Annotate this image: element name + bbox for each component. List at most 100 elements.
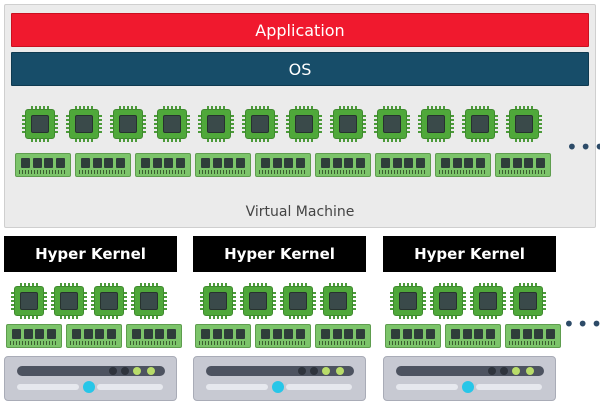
- server-rack-icon: [193, 356, 366, 401]
- ram-chip: [451, 329, 460, 339]
- cpu-die: [75, 115, 93, 133]
- cpu-chip-icon: [154, 106, 190, 142]
- ram-module-icon: [195, 153, 251, 177]
- ram-chip: [475, 158, 485, 168]
- cpu-chip-icon: [51, 283, 87, 319]
- ram-module-icon: [315, 324, 371, 348]
- cpu-chip-icon: [510, 283, 546, 319]
- server-led-icon: [512, 367, 520, 375]
- ram-chips: [501, 158, 545, 168]
- ram-chips: [441, 158, 485, 168]
- ram-chip: [12, 329, 21, 339]
- ram-chip: [355, 158, 365, 168]
- cpu-chip-icon: [374, 106, 410, 142]
- hyper-kernel-node: Hyper Kernel: [4, 236, 182, 404]
- cpu-die: [207, 115, 225, 133]
- ram-chip: [501, 158, 510, 168]
- ram-chip: [462, 329, 472, 339]
- ram-chip: [355, 329, 365, 339]
- cpu-die: [209, 292, 227, 310]
- cpu-die: [427, 115, 445, 133]
- ram-chip: [175, 158, 185, 168]
- server-led-icon: [310, 367, 318, 375]
- server-led-icon: [298, 367, 306, 375]
- ram-module-icon: [6, 324, 62, 348]
- ram-chips: [72, 329, 116, 339]
- cpu-chip-icon: [11, 283, 47, 319]
- server-status-led-icon: [462, 381, 474, 393]
- server-led-icon: [488, 367, 496, 375]
- ram-chip: [32, 158, 42, 168]
- ram-module-icon: [75, 153, 131, 177]
- ram-chip: [332, 158, 342, 168]
- ram-chip: [545, 329, 555, 339]
- ram-chip: [72, 329, 81, 339]
- cpu-chip-icon: [506, 106, 542, 142]
- server-led-icon: [121, 367, 129, 375]
- virtual-machine-panel: Application OS ••• Virtual Machine: [4, 4, 600, 228]
- ram-pins: [259, 341, 307, 345]
- cpu-chip-icon: [286, 106, 322, 142]
- server-led-icon: [322, 367, 330, 375]
- ram-chip: [95, 329, 105, 339]
- cpu-die: [20, 292, 38, 310]
- cpu-die: [249, 292, 267, 310]
- cpu-die: [31, 115, 49, 133]
- cpu-die: [251, 115, 269, 133]
- ram-chips: [201, 329, 245, 339]
- ram-chip: [92, 158, 102, 168]
- server-led-icon: [133, 367, 141, 375]
- ram-module-icon: [375, 153, 431, 177]
- vm-caption: Virtual Machine: [245, 204, 355, 220]
- ram-chips: [321, 329, 365, 339]
- ram-chip: [392, 158, 402, 168]
- ram-chip: [166, 329, 176, 339]
- server-panel-left: [206, 384, 268, 390]
- nodes-more-ellipsis: •••: [563, 312, 600, 336]
- ram-chip: [522, 329, 532, 339]
- ram-pins: [449, 341, 497, 345]
- server-rack-icon: [383, 356, 556, 401]
- ram-chip: [212, 158, 222, 168]
- server-slot: [396, 366, 544, 376]
- ram-chip: [21, 158, 30, 168]
- ram-chip: [164, 158, 174, 168]
- server-led-icon: [336, 367, 344, 375]
- cpu-chip-icon: [22, 106, 58, 142]
- ram-chip: [321, 329, 330, 339]
- server-panel-right: [476, 384, 542, 390]
- ram-chip: [381, 158, 390, 168]
- ram-pins: [259, 170, 307, 174]
- hyper-kernel-label: Hyper Kernel: [4, 236, 177, 272]
- ram-chip: [321, 158, 330, 168]
- cpu-die: [439, 292, 457, 310]
- cpu-die: [140, 292, 158, 310]
- ram-chip: [224, 158, 234, 168]
- ram-chip: [132, 329, 141, 339]
- vm-cpu-row: [22, 106, 600, 142]
- server-slot: [206, 366, 354, 376]
- ram-chips: [81, 158, 125, 168]
- ram-chip: [44, 158, 54, 168]
- ram-chips: [451, 329, 495, 339]
- ram-chips: [21, 158, 65, 168]
- ram-chip: [201, 329, 210, 339]
- ram-chip: [535, 158, 545, 168]
- ram-module-icon: [255, 153, 311, 177]
- cpu-chip-icon: [91, 283, 127, 319]
- ram-pins: [509, 341, 557, 345]
- ram-chip: [511, 329, 520, 339]
- ram-chip: [402, 329, 412, 339]
- ram-chips: [261, 158, 305, 168]
- ram-chip: [83, 329, 93, 339]
- application-bar: Application: [11, 13, 589, 47]
- cpu-chip-icon: [320, 283, 356, 319]
- cpu-chip-icon: [462, 106, 498, 142]
- ram-chip: [272, 158, 282, 168]
- ram-pins: [319, 170, 367, 174]
- cpu-chip-icon: [470, 283, 506, 319]
- hyper-kernel-node: Hyper Kernel: [193, 236, 371, 404]
- server-led-icon: [109, 367, 117, 375]
- server-led-icon: [147, 367, 155, 375]
- ram-chip: [212, 329, 222, 339]
